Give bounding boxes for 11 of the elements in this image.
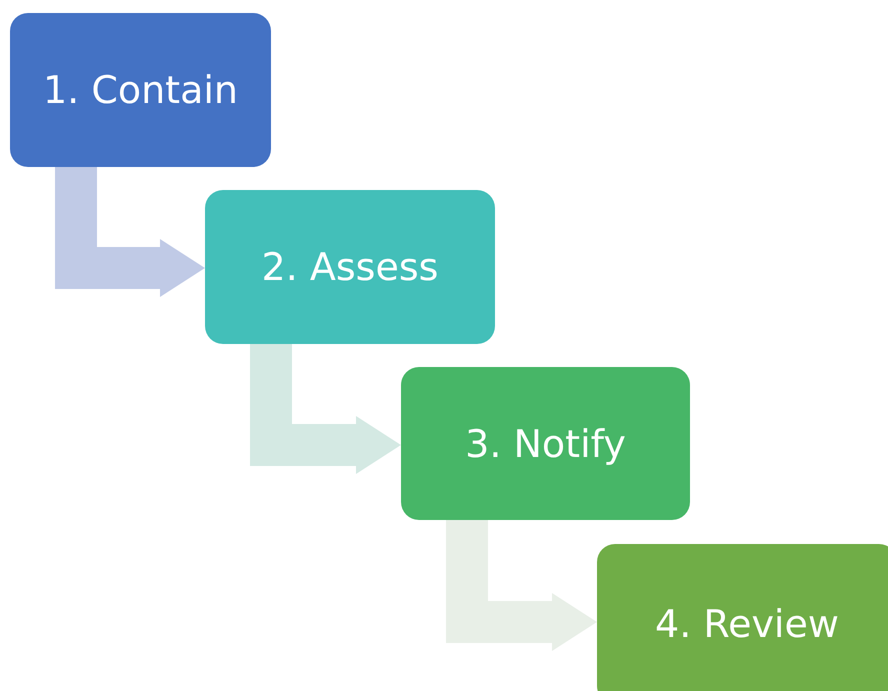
bent-arrow: [55, 167, 205, 297]
bent-arrow: [250, 344, 401, 474]
step-label: 3. Notify: [465, 422, 626, 466]
step-label: 2. Assess: [262, 245, 438, 289]
step-box: [401, 367, 690, 520]
step-box: [597, 544, 888, 691]
step-box: [10, 13, 271, 167]
step-label: 1. Contain: [42, 68, 238, 112]
step-label: 4. Review: [655, 602, 839, 646]
bent-arrow: [446, 520, 597, 651]
step-box: [205, 190, 495, 344]
